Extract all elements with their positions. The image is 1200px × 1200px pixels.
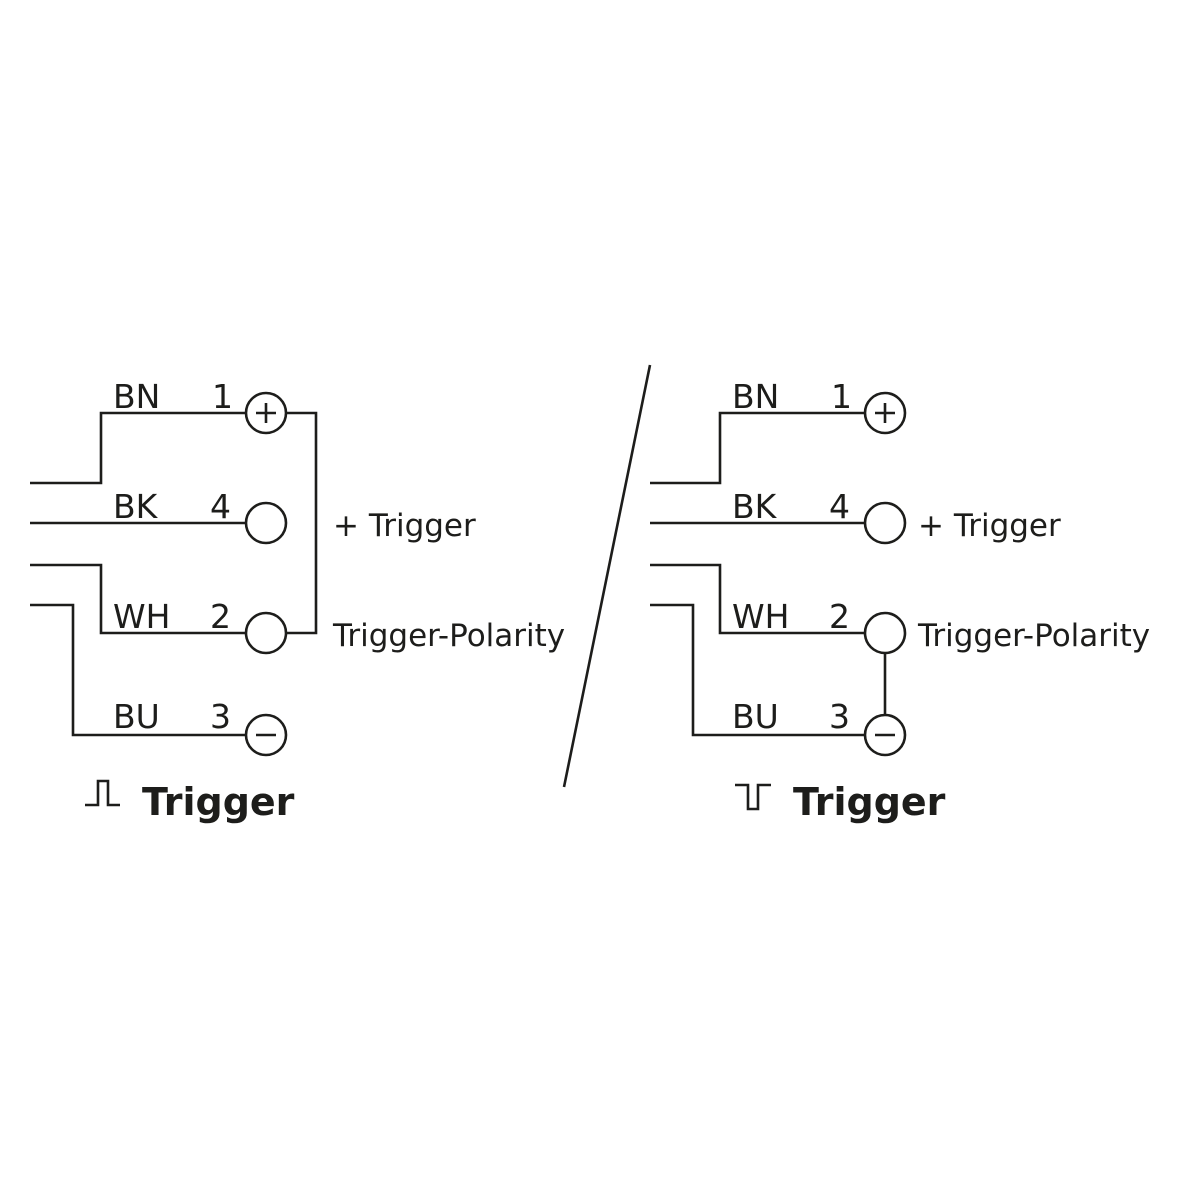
- wire-wh: [30, 563, 246, 635]
- wire-color-label: BK: [113, 487, 159, 526]
- wire-color-label: BN: [732, 377, 779, 416]
- pin-number: 1: [212, 377, 233, 416]
- diagram-title: Trigger: [793, 780, 946, 824]
- side-label-polarity: Trigger-Polarity: [332, 618, 565, 654]
- terminal-3: [244, 713, 288, 757]
- wire-color-label: BN: [113, 377, 160, 416]
- terminal-4: [244, 501, 288, 545]
- pin-number: 3: [829, 697, 850, 736]
- side-label-polarity: Trigger-Polarity: [917, 618, 1150, 654]
- wire-bn: [30, 411, 246, 485]
- pin-number: 2: [829, 597, 850, 636]
- terminal-2: [244, 611, 288, 655]
- wire-color-label: BK: [732, 487, 778, 526]
- wire-color-label: WH: [732, 597, 789, 636]
- rising-pulse-icon: [85, 779, 120, 807]
- wire-color-label: BU: [732, 697, 779, 736]
- wire-color-label: BU: [113, 697, 160, 736]
- wire-bu: [30, 603, 246, 737]
- terminal-3: [863, 713, 907, 757]
- bridge-pin1-pin2: [286, 411, 318, 635]
- pin-number: 4: [210, 487, 231, 526]
- diagram-title: Trigger: [142, 780, 295, 824]
- side-label-trigger: + Trigger: [918, 508, 1061, 544]
- plus-icon: [256, 403, 276, 423]
- pin-number: 2: [210, 597, 231, 636]
- pin-number: 4: [829, 487, 850, 526]
- wire-color-label: WH: [113, 597, 170, 636]
- pin-number: 3: [210, 697, 231, 736]
- divider-slash: [562, 364, 652, 788]
- wire-bn: [650, 411, 865, 485]
- wire-bu: [650, 603, 865, 737]
- terminal-1: [244, 391, 288, 435]
- diagram-rising-trigger: BN 1 BK 4 WH 2 BU 3 + Trigger Trigger-Po…: [30, 377, 565, 824]
- wire-wh: [650, 563, 865, 635]
- side-label-trigger: + Trigger: [333, 508, 476, 544]
- plus-icon: [875, 403, 895, 423]
- falling-pulse-icon: [735, 783, 771, 811]
- terminal-2: [863, 611, 907, 655]
- terminal-4: [863, 501, 907, 545]
- terminal-1: [863, 391, 907, 435]
- diagram-falling-trigger: BN 1 BK 4 WH 2 BU 3 + Trigger Trigger-Po…: [650, 377, 1150, 824]
- pin-number: 1: [831, 377, 852, 416]
